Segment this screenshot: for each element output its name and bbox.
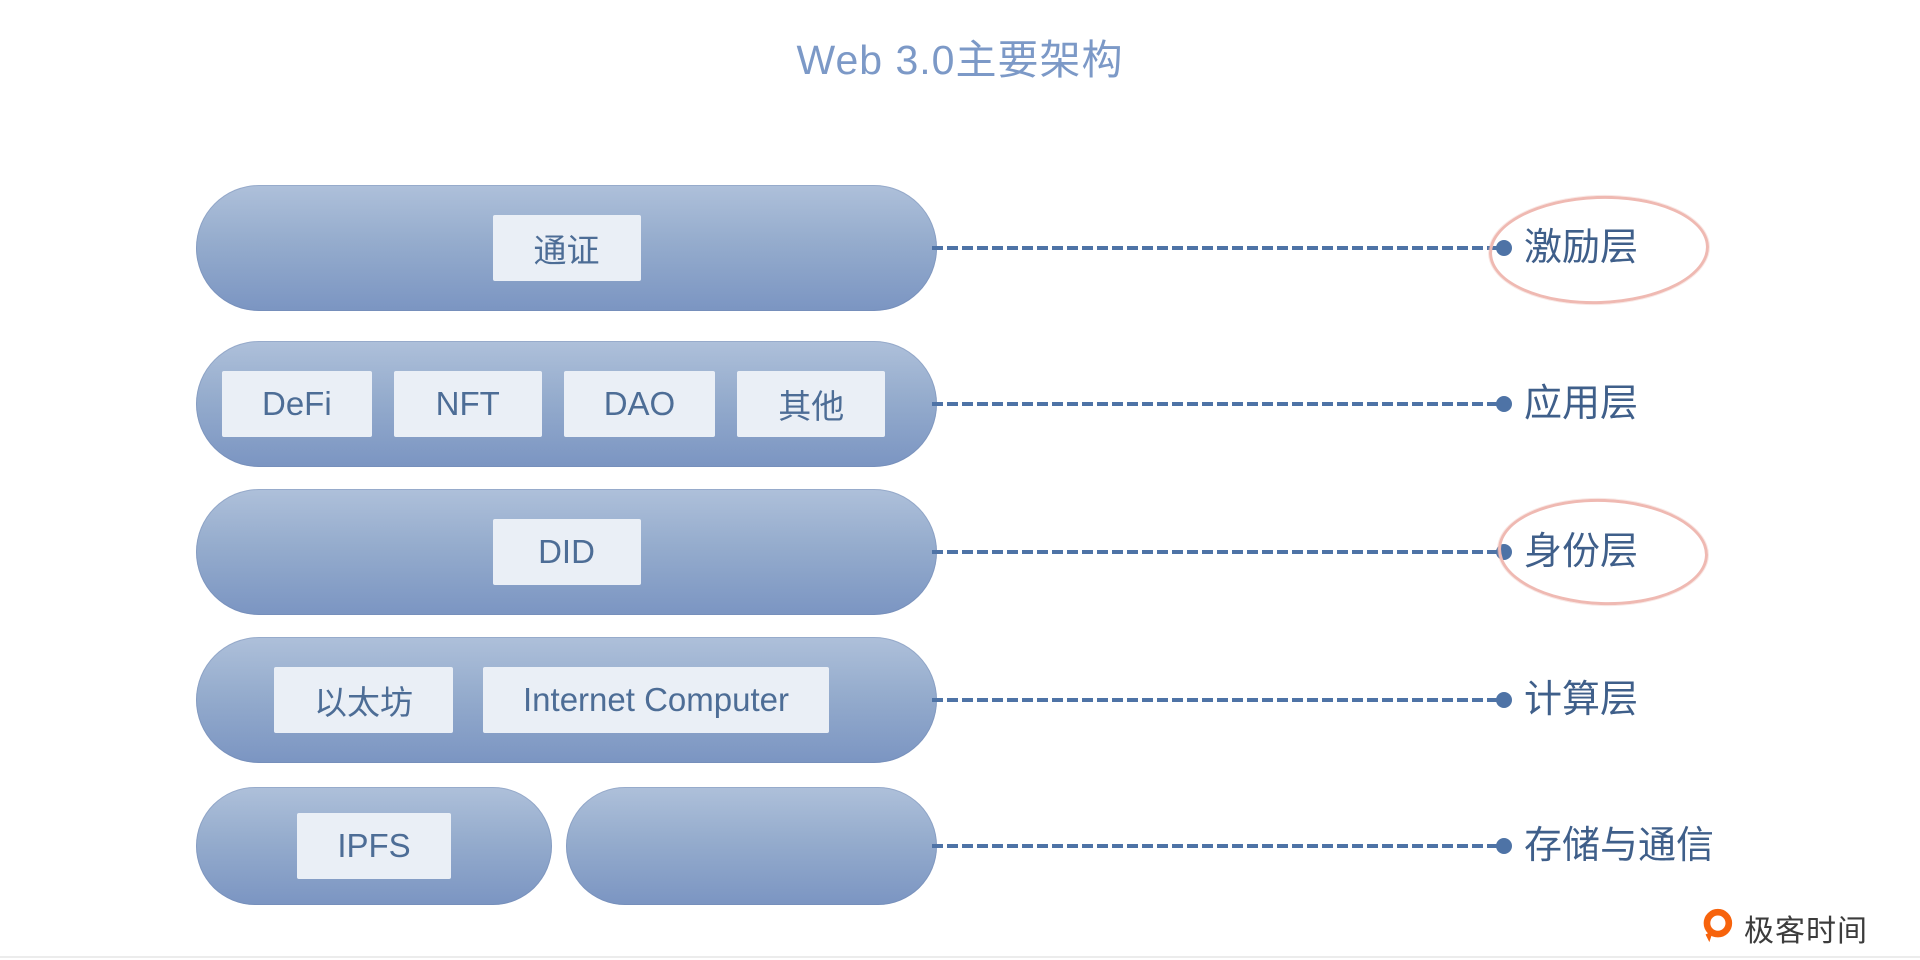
block-defi: DeFi	[222, 371, 372, 437]
block-did: DID	[492, 519, 641, 585]
layer-bar-incentive: 通证	[196, 185, 937, 311]
geektime-logo-text: 极客时间	[1744, 915, 1868, 948]
layer-label-compute: 计算层	[1524, 679, 1639, 721]
connector-storage	[932, 838, 1512, 854]
layer-label-application: 应用层	[1524, 383, 1639, 425]
layer-label-incentive: 激励层	[1524, 227, 1639, 269]
connector-application	[932, 396, 1512, 412]
block-ipfs: IPFS	[297, 813, 451, 879]
geektime-logo-icon	[1697, 907, 1735, 950]
diagram-title: Web 3.0主要架构	[796, 37, 1124, 83]
connector-dot-storage	[1496, 838, 1512, 854]
block-others: 其他	[737, 371, 886, 437]
layer-label-identity: 身份层	[1524, 531, 1639, 573]
connector-dot-incentive	[1496, 240, 1512, 256]
layer-label-storage: 存储与通信	[1524, 825, 1715, 867]
layer-bar-storage-right	[566, 787, 937, 905]
connector-dot-compute	[1496, 692, 1512, 708]
block-nft: NFT	[393, 371, 542, 437]
geektime-logo: 极客时间	[1697, 906, 1868, 950]
connector-dot-application	[1496, 396, 1512, 412]
layer-bar-application: DeFi NFT DAO 其他	[196, 341, 937, 467]
block-token: 通证	[492, 215, 641, 281]
connector-identity	[932, 544, 1512, 560]
block-dao: DAO	[563, 371, 716, 437]
block-ethereum: 以太坊	[274, 667, 453, 733]
layer-bar-compute: 以太坊 Internet Computer	[196, 637, 937, 763]
connector-compute	[932, 692, 1512, 708]
connector-dot-identity	[1496, 544, 1512, 560]
bottom-divider	[0, 956, 1920, 958]
layer-bar-identity: DID	[196, 489, 937, 615]
block-internet-computer: Internet Computer	[483, 667, 829, 733]
layer-bar-storage-left: IPFS	[196, 787, 552, 905]
connector-incentive	[932, 240, 1512, 256]
